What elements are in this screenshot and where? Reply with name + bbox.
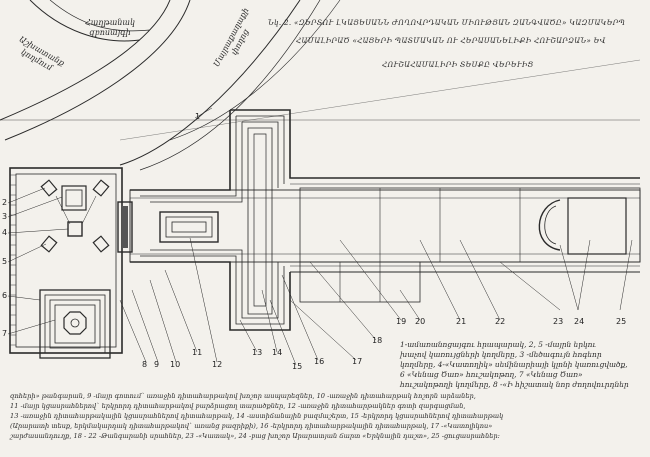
legend-line-8: 13 -առաջին դիտահարթակային կցասրահներով դ…	[10, 412, 504, 421]
label-18: 18	[372, 336, 383, 345]
label-12: 12	[212, 360, 223, 369]
legend-line-6: զոհերի» թանգարան, 9 -մայր գոտում` առաջին…	[10, 392, 476, 400]
label-2: 2	[2, 198, 8, 207]
label-5: 5	[2, 257, 8, 266]
label-13: 13	[252, 348, 263, 357]
legend-block-bottom: զոհերի» թանգարան, 9 -մայր գոտում` առաջին…	[10, 391, 642, 441]
label-14: 14	[272, 348, 283, 357]
legend-line-10: շարժասանդուղք, 18 - 22 -Թանգարանի սրահնե…	[10, 432, 500, 441]
figure-caption-line-3: ՀՈՒՇԱՀԱՄԱԼԻՐԻ ՏԵՍՔԸ ՎԵՐԵՒԻՑ	[382, 60, 534, 69]
legend-line-1: 1-ամառանոցայգու հրապարակ, 2, 5 -մայրն եր…	[400, 340, 597, 349]
label-23: 23	[553, 317, 564, 326]
legend-line-9: (Արարատի տեսք, երկմակարդակ դիտահարթակով`…	[10, 422, 493, 431]
label-7: 7	[2, 329, 8, 338]
label-1: 1	[195, 112, 201, 121]
label-8: 8	[142, 360, 148, 369]
label-21: 21	[456, 317, 467, 326]
label-9: 9	[154, 360, 160, 369]
figure-caption-line-2: ՀԱՄԱԼԻՐԱԾ «ՀԱՅԵՐԻ ՊԱՏՄԱԿԱՆ ՈՒ ՀԵՐԱՍԱՆԵԼԻ…	[296, 36, 606, 45]
legend-line-7: 11 -մայր կցասրահներով` երկրորդ դիտահարթա…	[10, 402, 466, 411]
figure-caption-line-1: Նկ. 2. «ԶԵՐՏՈՒ ԼԿԱՅԵՍԱՆՆ ԺՈՂՈՎՐԴԱԿԱՆ ՄԻՈ…	[268, 18, 626, 27]
label-11: 11	[192, 348, 203, 357]
label-22: 22	[495, 317, 506, 326]
label-24: 24	[574, 317, 585, 326]
label-17: 17	[352, 357, 363, 366]
legend-line-2: խաչով կառույցների կողմերը, 3 -մեծագույն …	[400, 350, 602, 360]
label-19: 19	[396, 317, 407, 326]
legend-line-3: կողմերը, 4-«Կատողիկ» սեմինարիայի կլոնի կ…	[400, 360, 628, 370]
label-4: 4	[2, 228, 8, 237]
legend-block-right: 1-ամառանոցայգու հրապարակ, 2, 5 -մայրն եր…	[400, 340, 644, 390]
legend-line-4: 6 «Կենաց Ծառ» հուշակոթող, 7 «Կենաց Ծառ»	[400, 370, 583, 380]
label-3: 3	[2, 212, 8, 221]
label-10: 10	[170, 360, 181, 369]
label-25: 25	[616, 317, 627, 326]
label-16: 16	[314, 357, 325, 366]
street-label-park: Հաղթանակ զբոսայգի	[84, 18, 136, 37]
label-15: 15	[292, 362, 303, 371]
label-20: 20	[415, 317, 426, 326]
legend-line-5: հուշակոթողի կողմերը, 8 -«Ի հիշատակ նոր ժ…	[400, 380, 629, 390]
label-6: 6	[2, 291, 8, 300]
